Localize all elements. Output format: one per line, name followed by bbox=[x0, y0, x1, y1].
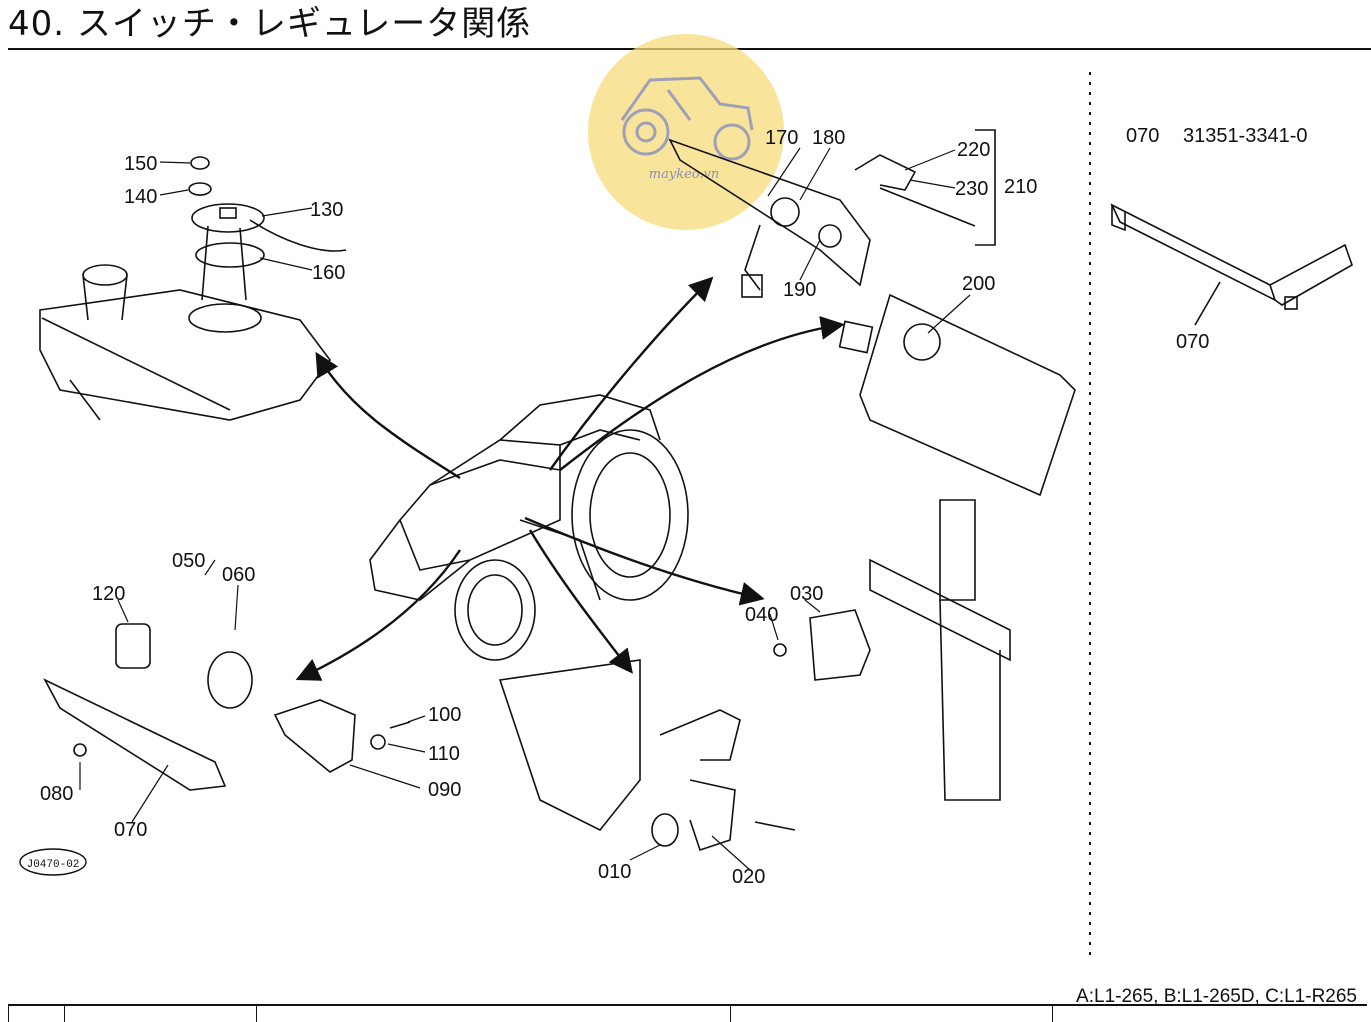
callout-180: 180 bbox=[812, 127, 845, 149]
side-panel-part-number: 31351-3341-0 bbox=[1183, 125, 1308, 147]
callout-140: 140 bbox=[124, 186, 157, 208]
sender-unit-drawing bbox=[188, 156, 347, 301]
callout-010: 010 bbox=[598, 861, 631, 883]
callout-200: 200 bbox=[962, 273, 995, 295]
figure-code: J0470-02 bbox=[27, 859, 80, 871]
page-title: 40. スイッチ・レギュレータ関係 bbox=[8, 4, 532, 44]
callout-170: 170 bbox=[765, 127, 798, 149]
panel-200-drawing bbox=[838, 293, 1076, 497]
key-switch-drawing bbox=[668, 129, 996, 298]
callout-230: 230 bbox=[955, 178, 988, 200]
leader-lines bbox=[79, 147, 971, 871]
watermark-text: maykeo.vn bbox=[649, 167, 719, 182]
callout-020: 020 bbox=[732, 866, 765, 888]
relay-frame-drawing bbox=[773, 499, 1011, 801]
callout-130: 130 bbox=[310, 199, 343, 221]
callout-210: 210 bbox=[1004, 176, 1037, 198]
callout-110: 110 bbox=[428, 743, 460, 765]
callout-030: 030 bbox=[790, 583, 823, 605]
sensor-bracket-drawing bbox=[498, 659, 796, 852]
bracket-070-right-drawing bbox=[1110, 203, 1353, 310]
tractor-drawing bbox=[369, 394, 689, 661]
callout-060: 060 bbox=[222, 564, 255, 586]
callout-100: 100 bbox=[428, 704, 461, 726]
callout-040: 040 bbox=[745, 604, 778, 626]
callout-070: 070 bbox=[114, 819, 147, 841]
figure-code-badge: J0470-02 bbox=[19, 848, 87, 876]
callout-090: 090 bbox=[428, 779, 461, 801]
callout-190: 190 bbox=[783, 279, 816, 301]
reference-arrows bbox=[295, 276, 845, 681]
callout-050: 050 bbox=[172, 550, 205, 572]
side-panel-callout-070: 070 bbox=[1176, 331, 1209, 353]
side-panel: 070 31351-3341-0 070 bbox=[1126, 125, 1308, 353]
model-applicability: A:L1-265, B:L1-265D, C:L1-R265 bbox=[1076, 986, 1357, 1007]
horn-bracket-drawing bbox=[43, 623, 411, 791]
callout-120: 120 bbox=[92, 583, 125, 605]
side-panel-ref: 070 bbox=[1126, 125, 1159, 147]
fuel-tank-drawing bbox=[39, 264, 331, 421]
callout-080: 080 bbox=[40, 783, 73, 805]
callout-220: 220 bbox=[957, 139, 990, 161]
parts-table-header bbox=[8, 1004, 1367, 1022]
callout-160: 160 bbox=[312, 262, 345, 284]
callout-labels: 150 140 130 160 170 180 220 230 210 190 … bbox=[40, 127, 1037, 888]
watermark-logo: maykeo.vn bbox=[588, 34, 784, 230]
callout-150: 150 bbox=[124, 153, 157, 175]
